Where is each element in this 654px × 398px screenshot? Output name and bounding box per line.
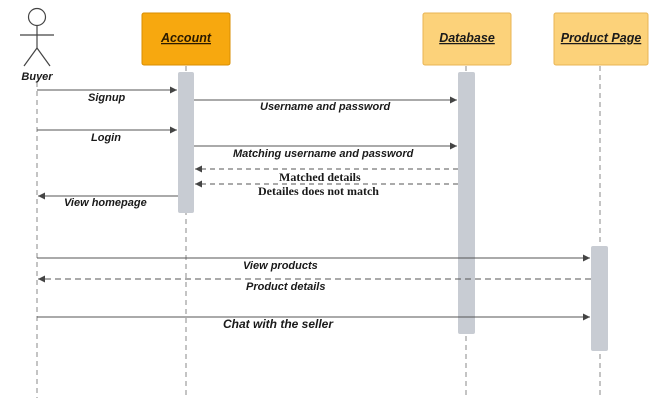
product-page-header-box [553, 12, 649, 66]
username-password-label: Username and password [260, 101, 390, 113]
matching-label: Matching username and password [233, 148, 414, 160]
product-page-header-label: Product Page [561, 31, 642, 45]
chat-label: Chat with the seller [223, 317, 334, 331]
buyer-label: Buyer [21, 71, 53, 83]
database-activation [458, 72, 475, 334]
account-activation [178, 72, 194, 213]
signup-label: Signup [88, 92, 126, 104]
account-header-box [141, 12, 231, 66]
does-not-match-label: Detailes does not match [258, 184, 379, 198]
matched-details-label: Matched details [279, 170, 361, 184]
database-header-label: Database [439, 31, 495, 45]
product-page-activation [591, 246, 608, 351]
account-header-label: Account [160, 31, 212, 45]
login-label: Login [91, 132, 121, 144]
buyer-actor [20, 7, 54, 67]
view-homepage-label: View homepage [64, 197, 147, 209]
database-header-box [422, 12, 512, 66]
view-products-label: View products [243, 260, 318, 272]
product-details-label: Product details [246, 281, 325, 293]
